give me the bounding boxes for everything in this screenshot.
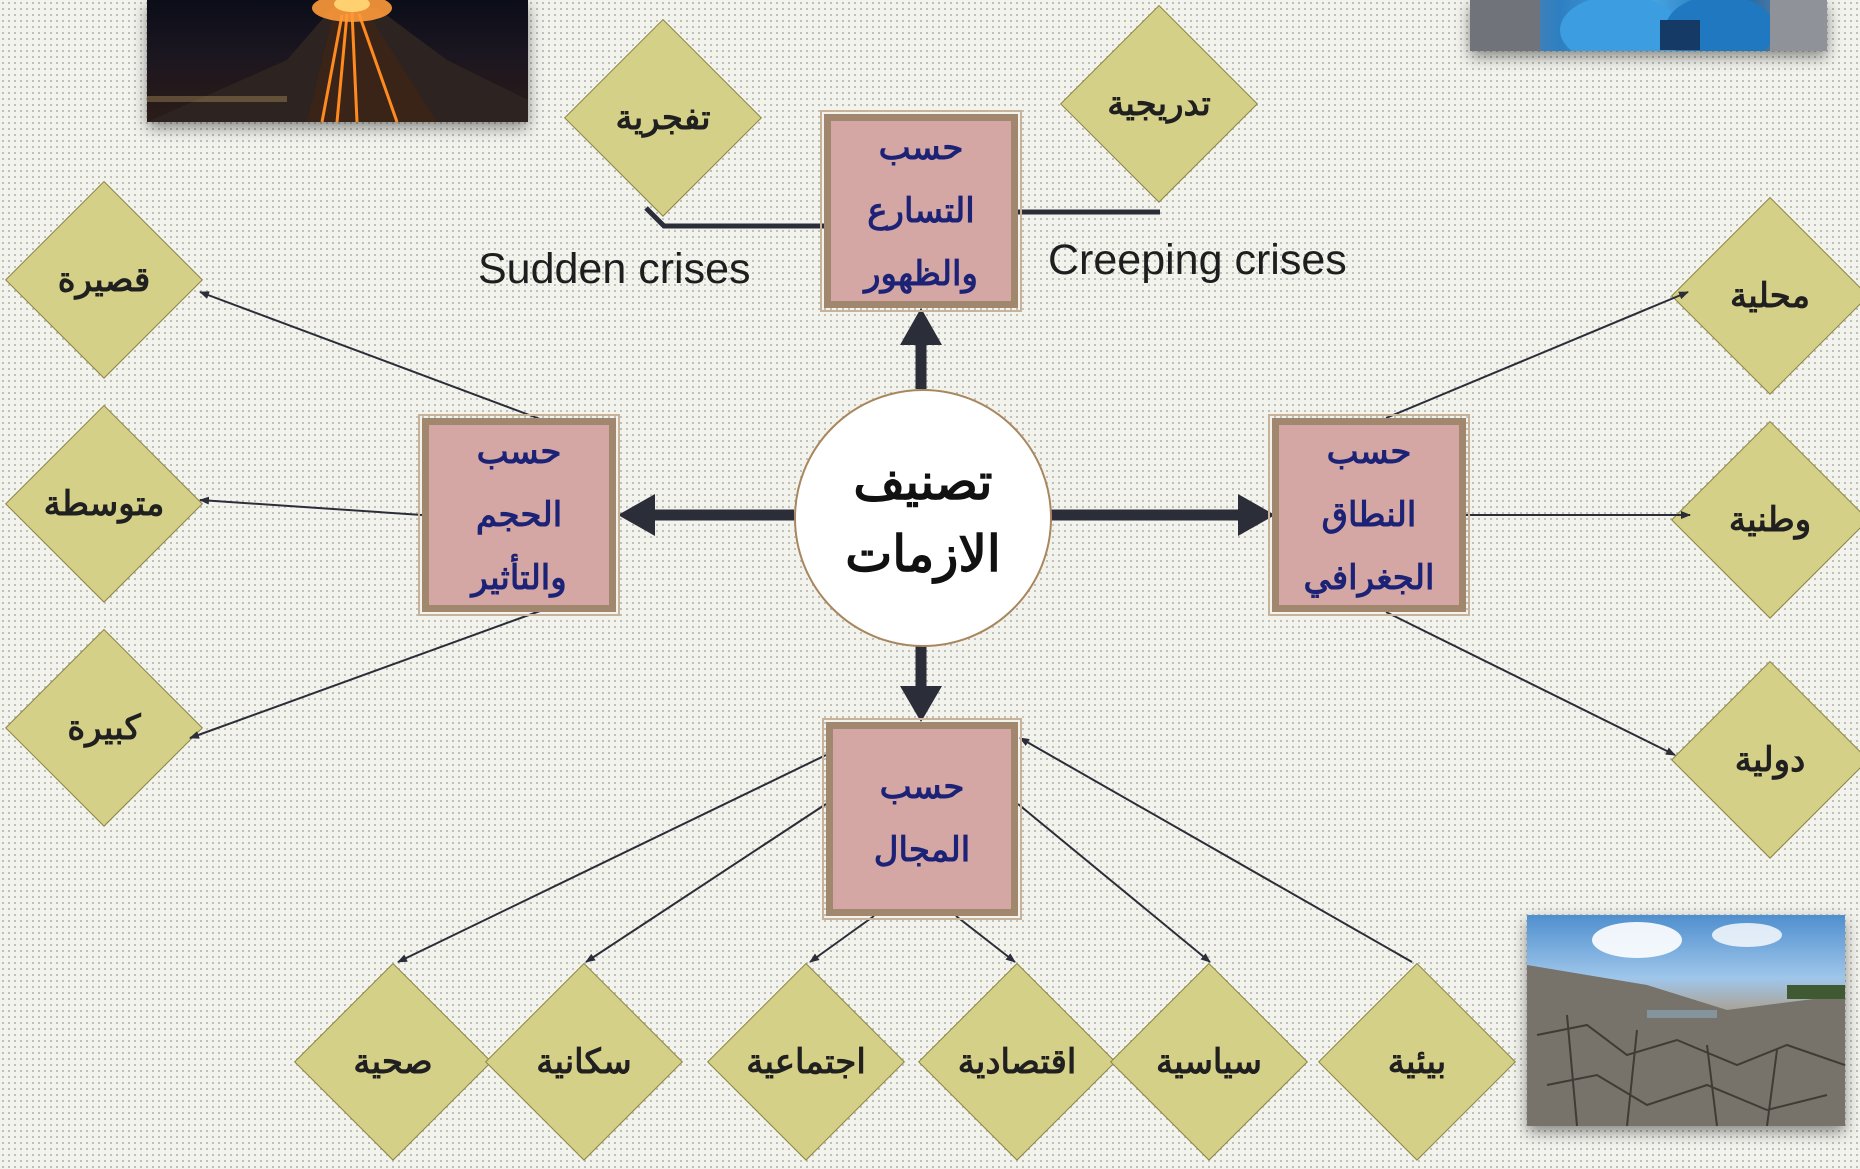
diamond-health: صحية	[297, 966, 489, 1158]
diamond-large: كبيرة	[8, 632, 200, 824]
box-speed-line-3: والظهور	[864, 253, 978, 294]
box-by-size: حسب الحجم والتأثير	[418, 414, 620, 616]
box-size-line-1: حسب	[476, 431, 562, 472]
diamond-medium: متوسطة	[8, 408, 200, 600]
diamond-population: سكانية	[488, 966, 680, 1158]
diamond-environmental: بيئية	[1321, 966, 1513, 1158]
center-line-1: تصنيف	[853, 452, 993, 511]
thin-arrows	[189, 291, 1691, 963]
sudden-crises-label: Sudden crises	[478, 245, 751, 293]
diamond-gradual: تدريجية	[1063, 8, 1255, 200]
box-geo-line-3: الجغرافي	[1303, 557, 1435, 598]
box-size-line-2: الحجم	[475, 494, 563, 535]
box-geo-line-1: حسب	[1326, 431, 1412, 472]
diamond-social: اجتماعية	[710, 966, 902, 1158]
protective-suits-photo	[1470, 0, 1827, 51]
box-by-geography: حسب النطاق الجغرافي	[1268, 414, 1470, 616]
box-geo-line-2: النطاق	[1321, 494, 1417, 535]
diamond-economic: اقتصادية	[921, 966, 1113, 1158]
drought-photo	[1527, 915, 1845, 1126]
box-speed-line-2: التسارع	[867, 190, 975, 231]
thick-arrows	[618, 308, 1275, 722]
crisis-classification-circle: تصنيف الازمات	[794, 389, 1052, 647]
box-field-line-2: المجال	[873, 830, 971, 870]
speed-connectors	[644, 206, 1160, 229]
box-field-line-1: حسب	[879, 767, 965, 807]
diamond-local: محلية	[1674, 200, 1860, 392]
center-line-2: الازمات	[845, 524, 1001, 583]
diamond-short: قصيرة	[8, 184, 200, 376]
diamond-political: سياسية	[1113, 966, 1305, 1158]
creeping-crises-label: Creeping crises	[1048, 236, 1347, 284]
diamond-national: وطنية	[1674, 424, 1860, 616]
box-by-field: حسب المجال	[822, 718, 1022, 920]
box-speed-line-1: حسب	[878, 127, 964, 168]
box-size-line-3: والتأثير	[471, 557, 567, 598]
diamond-sudden: تفجرية	[567, 22, 759, 214]
box-by-speed: حسب التسارع والظهور	[820, 110, 1022, 312]
volcano-photo	[147, 0, 528, 122]
diamond-international: دولية	[1674, 664, 1860, 856]
